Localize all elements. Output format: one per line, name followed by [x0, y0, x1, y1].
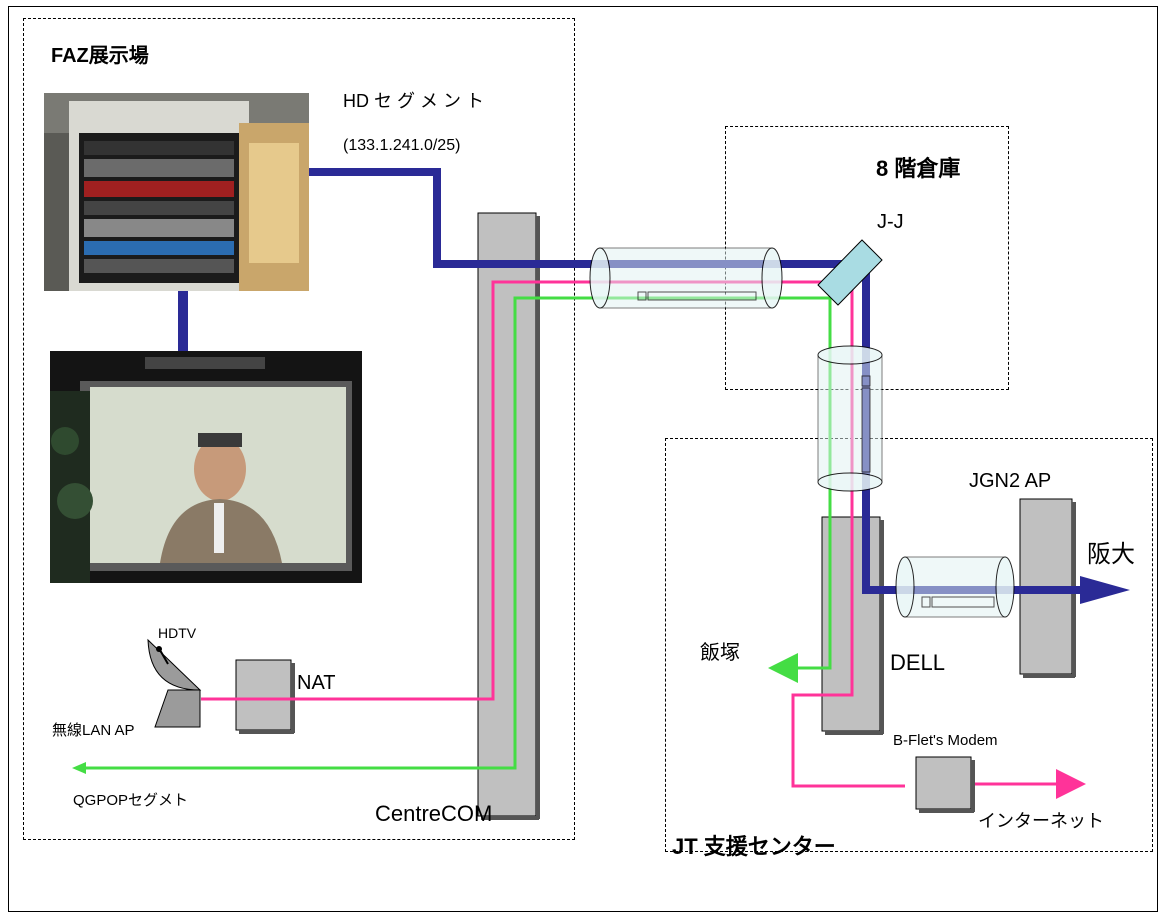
centrecom-label: CentreCOM: [375, 801, 493, 826]
handai-label: 阪大: [1087, 541, 1135, 568]
zone-jt-title: JT 支援センター: [672, 834, 836, 859]
zone-faz: [23, 18, 575, 840]
pink-line: [201, 280, 905, 788]
server-rack-photo: [44, 93, 309, 291]
dell-label: DELL: [890, 650, 946, 675]
nat-box: [235, 659, 292, 731]
bflets-label: B-Flet's Modem: [893, 732, 998, 749]
hdtv-label: HDTV: [158, 625, 197, 641]
jgn2-label: JGN2 AP: [969, 470, 1052, 492]
nat-label: NAT: [297, 672, 336, 694]
hd-segment-label: HD セ グ メ ン ト: [343, 91, 485, 111]
cable-tube-small: [895, 556, 1015, 618]
hd-subnet-label: (133.1.241.0/25): [343, 137, 461, 154]
jj-label: J-J: [877, 211, 904, 233]
photo-link: [178, 291, 188, 351]
hd-segment-line: [309, 168, 1085, 594]
qgpop-label: QGPOPセグメト: [73, 792, 189, 809]
jj-junction: [817, 239, 883, 306]
cable-tube-horizontal: [589, 247, 783, 309]
zone-jt: [665, 438, 1153, 852]
satellite-dish-icon: [147, 638, 202, 728]
zone-floor8-title: 8 階倉庫: [876, 156, 961, 181]
bflets-modem-box: [915, 756, 972, 810]
cable-tube-vertical: [817, 345, 883, 492]
presentation-screen-photo: [50, 351, 362, 583]
centrecom-switch: [477, 212, 537, 817]
wlan-label: 無線LAN AP: [52, 722, 135, 739]
hd-arrow-to-handai: [1080, 576, 1130, 604]
iizuka-label: 飯塚: [700, 642, 740, 664]
zone-faz-title: FAZ展示場: [51, 45, 149, 67]
internet-label: インターネット: [978, 811, 1104, 831]
green-arrow-qgpop: [72, 762, 86, 774]
